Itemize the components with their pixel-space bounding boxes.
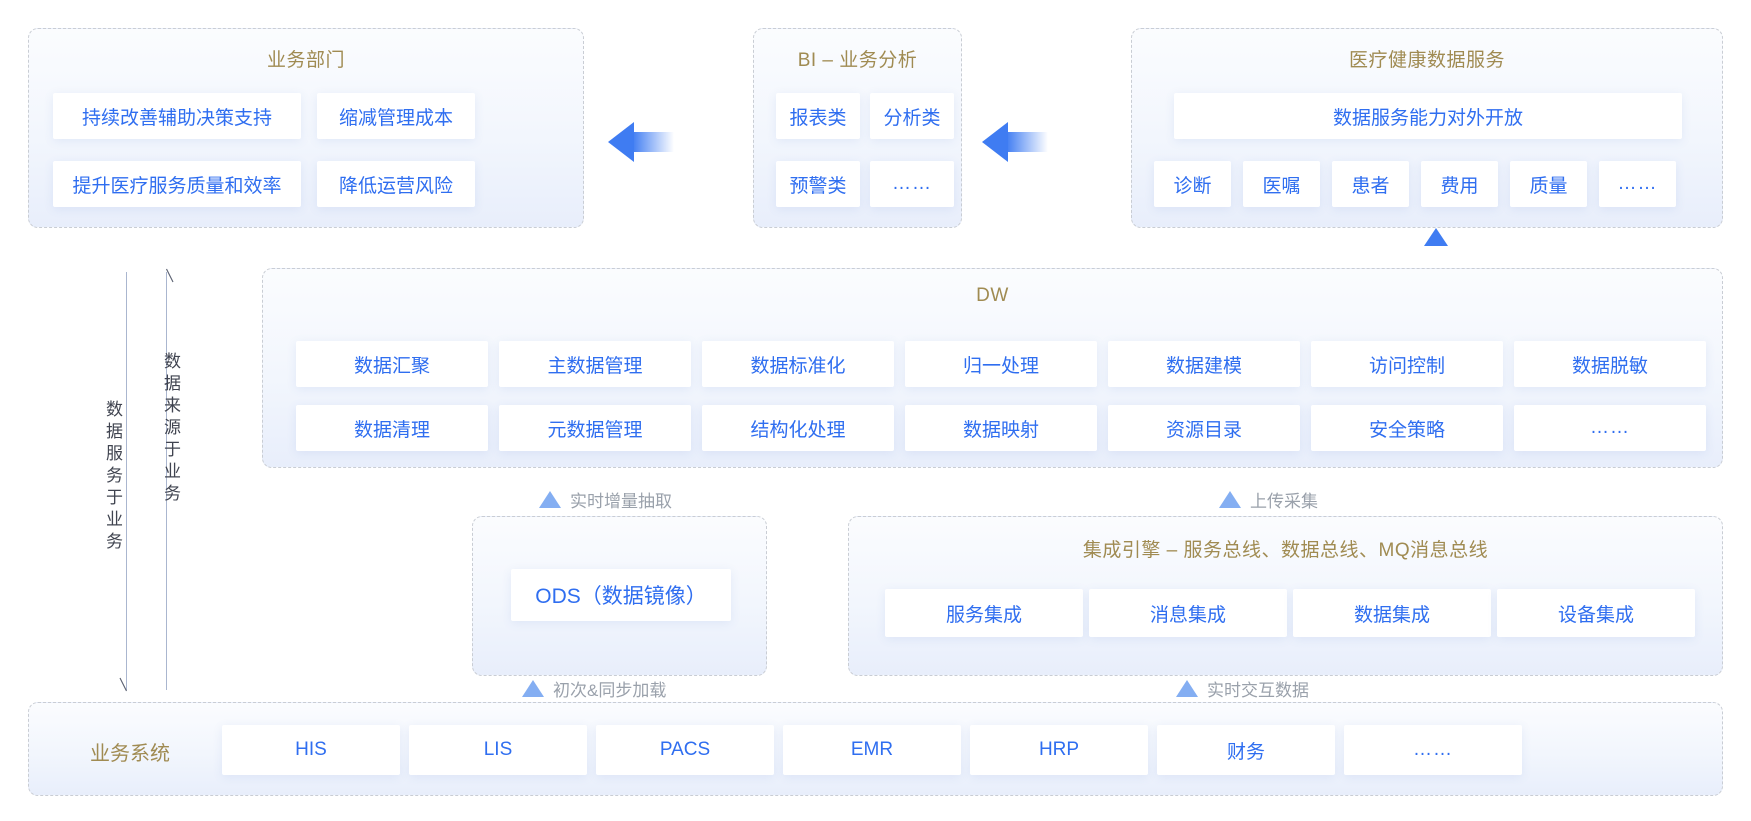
chip-health-service-headline[interactable]: 数据服务能力对外开放 — [1174, 93, 1682, 139]
chip-business-system-0[interactable]: HIS — [222, 725, 400, 775]
chip-bi-0[interactable]: 报表类 — [776, 93, 860, 139]
annotation-upload-collect: 上传采集 — [1219, 487, 1318, 512]
loop-arrow-up-icon — [158, 268, 175, 288]
chip-business-system-6[interactable]: …… — [1344, 725, 1522, 775]
loop-label-source-from-business: 数据来源于业务 — [161, 352, 180, 506]
chip-health-service-2[interactable]: 患者 — [1332, 161, 1409, 207]
panel-integration-engine-title: 集成引擎 – 服务总线、数据总线、MQ消息总线 — [1082, 540, 1489, 561]
chip-health-service-5[interactable]: …… — [1599, 161, 1676, 207]
chip-dw-row2-1[interactable]: 元数据管理 — [499, 405, 691, 451]
up-triangle-icon — [539, 491, 561, 508]
chip-health-service-3[interactable]: 费用 — [1421, 161, 1498, 207]
chip-dw-row1-2[interactable]: 数据标准化 — [702, 341, 894, 387]
annotation-label: 实时增量抽取 — [570, 492, 672, 511]
loop-arrow-down-icon — [118, 672, 135, 692]
panel-business-department: 业务部门 持续改善辅助决策支持 缩减管理成本 提升医疗服务质量和效率 降低运营风… — [28, 28, 584, 228]
chip-integration-3[interactable]: 设备集成 — [1497, 589, 1695, 637]
up-triangle-icon — [1219, 491, 1241, 508]
chip-health-service-0[interactable]: 诊断 — [1154, 161, 1231, 207]
panel-integration-engine: 集成引擎 – 服务总线、数据总线、MQ消息总线 服务集成 消息集成 数据集成 设… — [848, 516, 1723, 676]
panel-health-data-service-title: 医疗健康数据服务 — [1348, 50, 1505, 71]
chip-dw-row1-0[interactable]: 数据汇聚 — [296, 341, 488, 387]
chip-ods-label[interactable]: ODS（数据镜像） — [511, 569, 731, 621]
chip-dw-row2-6[interactable]: …… — [1514, 405, 1706, 451]
arrow-tail — [1006, 132, 1048, 152]
loop-label-service-for-business: 数据服务于业务 — [103, 400, 122, 554]
panel-business-systems: 业务系统 HIS LIS PACS EMR HRP 财务 …… — [28, 702, 1723, 796]
chip-dw-row1-4[interactable]: 数据建模 — [1108, 341, 1300, 387]
panel-ods: ODS（数据镜像） — [472, 516, 767, 676]
arrow-bi-to-business-department — [608, 122, 678, 162]
chip-integration-1[interactable]: 消息集成 — [1089, 589, 1287, 637]
chip-health-service-1[interactable]: 医嘱 — [1243, 161, 1320, 207]
chip-dw-row1-1[interactable]: 主数据管理 — [499, 341, 691, 387]
chip-dw-row2-4[interactable]: 资源目录 — [1108, 405, 1300, 451]
chip-health-service-4[interactable]: 质量 — [1510, 161, 1587, 207]
arrow-head — [608, 122, 634, 162]
chip-bi-3[interactable]: …… — [870, 161, 954, 207]
chip-dw-row2-3[interactable]: 数据映射 — [905, 405, 1097, 451]
annotation-label: 初次&同步加载 — [553, 681, 667, 700]
annotation-realtime-interactive: 实时交互数据 — [1176, 676, 1309, 701]
chip-dw-row1-3[interactable]: 归一处理 — [905, 341, 1097, 387]
chip-business-system-3[interactable]: EMR — [783, 725, 961, 775]
arrow-head — [982, 122, 1008, 162]
panel-dw: DW 数据汇聚 主数据管理 数据标准化 归一处理 数据建模 访问控制 数据脱敏 … — [262, 268, 1723, 468]
panel-business-department-title: 业务部门 — [266, 50, 345, 71]
panel-bi-analysis-title: BI – 业务分析 — [797, 50, 918, 71]
annotation-label: 实时交互数据 — [1207, 681, 1309, 700]
chip-business-dept-3[interactable]: 降低运营风险 — [317, 161, 475, 207]
chip-business-system-4[interactable]: HRP — [970, 725, 1148, 775]
chip-business-system-1[interactable]: LIS — [409, 725, 587, 775]
panel-dw-title: DW — [976, 285, 1009, 306]
arrow-health-service-to-bi — [982, 122, 1052, 162]
chip-dw-row2-5[interactable]: 安全策略 — [1311, 405, 1503, 451]
annotation-realtime-incremental: 实时增量抽取 — [539, 487, 672, 512]
up-triangle-icon — [522, 680, 544, 697]
chip-business-dept-2[interactable]: 提升医疗服务质量和效率 — [53, 161, 301, 207]
chip-dw-row1-6[interactable]: 数据脱敏 — [1514, 341, 1706, 387]
chip-integration-2[interactable]: 数据集成 — [1293, 589, 1491, 637]
chip-dw-row2-2[interactable]: 结构化处理 — [702, 405, 894, 451]
chip-business-system-2[interactable]: PACS — [596, 725, 774, 775]
arrow-tail — [632, 132, 674, 152]
arrow-dw-to-health-service — [1424, 228, 1448, 246]
loop-line-service-for-business — [126, 272, 127, 690]
chip-integration-0[interactable]: 服务集成 — [885, 589, 1083, 637]
chip-dw-row1-5[interactable]: 访问控制 — [1311, 341, 1503, 387]
chip-bi-1[interactable]: 分析类 — [870, 93, 954, 139]
chip-business-dept-0[interactable]: 持续改善辅助决策支持 — [53, 93, 301, 139]
chip-business-dept-1[interactable]: 缩减管理成本 — [317, 93, 475, 139]
chip-bi-2[interactable]: 预警类 — [776, 161, 860, 207]
chip-dw-row2-0[interactable]: 数据清理 — [296, 405, 488, 451]
loop-line-source-from-business — [166, 272, 167, 690]
annotation-label: 上传采集 — [1250, 492, 1318, 511]
annotation-initial-sync-load: 初次&同步加载 — [522, 676, 666, 701]
chip-business-system-5[interactable]: 财务 — [1157, 725, 1335, 775]
panel-health-data-service: 医疗健康数据服务 数据服务能力对外开放 诊断 医嘱 患者 费用 质量 …… — [1131, 28, 1723, 228]
business-systems-label: 业务系统 — [90, 743, 170, 765]
panel-bi-analysis: BI – 业务分析 报表类 分析类 预警类 …… — [753, 28, 962, 228]
up-triangle-icon — [1176, 680, 1198, 697]
